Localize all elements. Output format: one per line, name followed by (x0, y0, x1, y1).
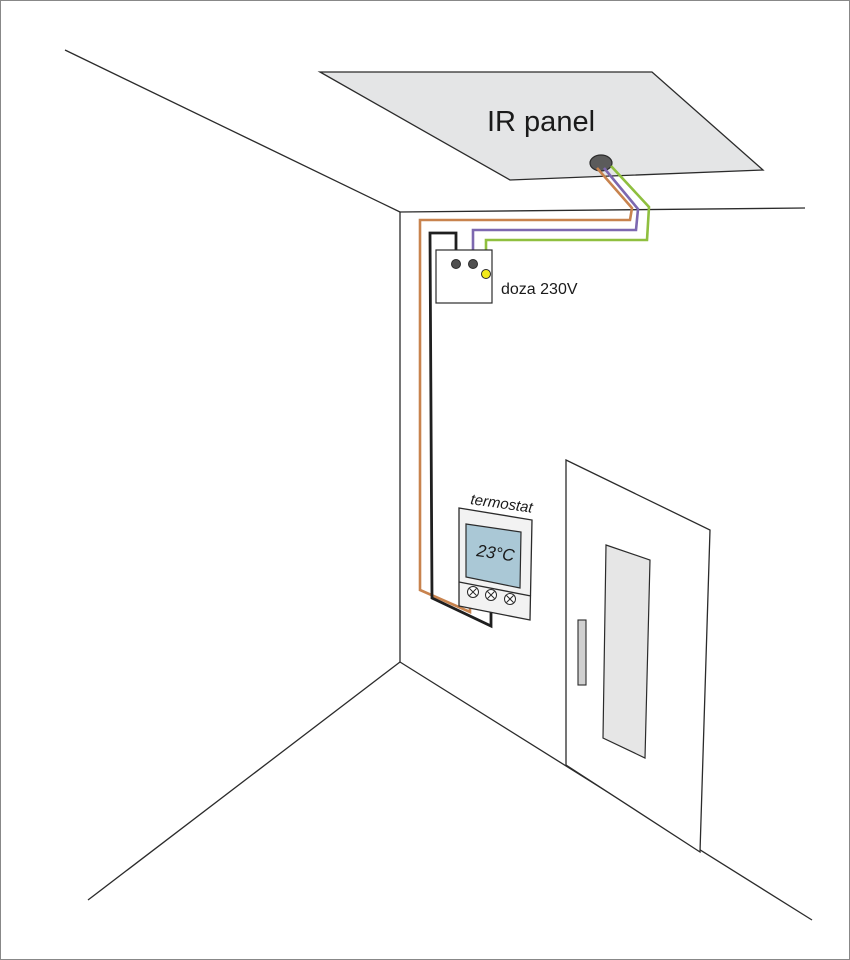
thermostat-terminal-strip (458, 581, 532, 597)
ceiling-back-edge (399, 207, 806, 213)
wire-purple (471, 167, 640, 262)
thermostat-display (465, 523, 522, 589)
ir-panel-label: IR panel (487, 106, 595, 138)
door (565, 458, 711, 854)
panel-wires (418, 165, 651, 629)
ir-panel-surface (317, 71, 765, 181)
ceiling-left-edge (64, 49, 401, 213)
floor-left-edge (87, 661, 401, 901)
terminal-purple (468, 259, 478, 269)
door-window (602, 544, 651, 759)
junction-box: doza 230V (435, 249, 578, 304)
door-handle (577, 619, 587, 686)
terminal-screws (467, 586, 516, 605)
wire-black (428, 231, 493, 629)
panel-cable-entry (589, 154, 613, 172)
junction-box-label: doza 230V (501, 281, 578, 298)
thermostat: termostat 23°C (458, 491, 535, 621)
ir-panel: IR panel (317, 71, 765, 181)
terminal-black (451, 259, 461, 269)
terminal-earth (481, 269, 491, 279)
wire-brown (418, 167, 634, 614)
